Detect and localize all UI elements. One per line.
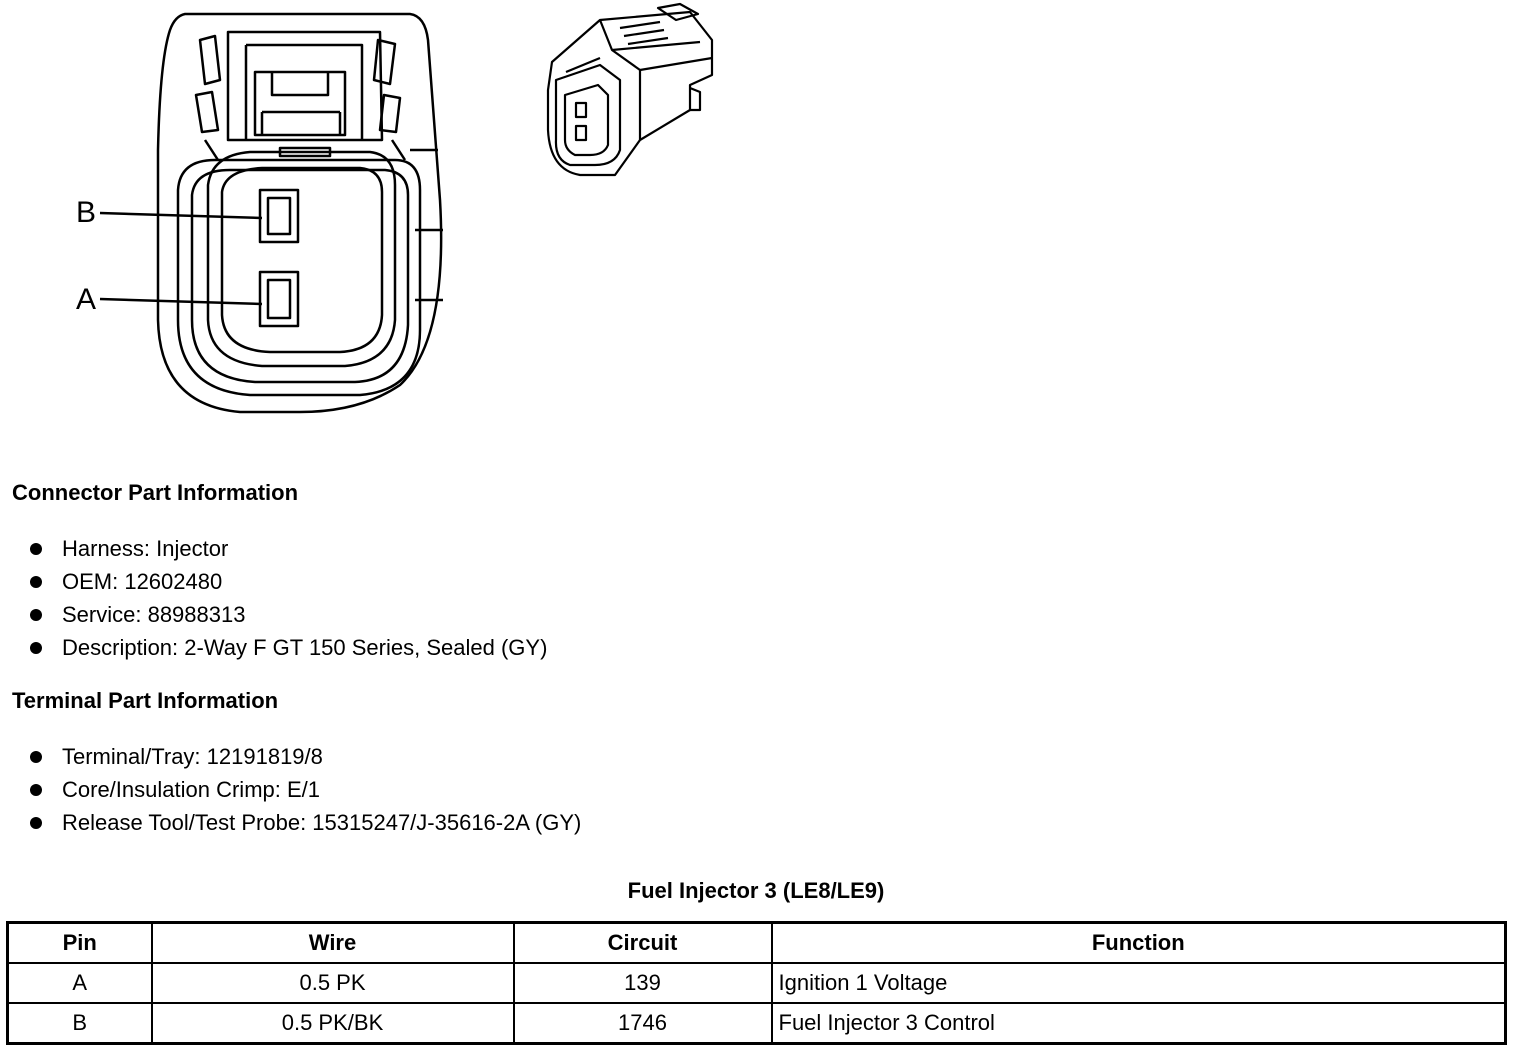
terminal-info-list: Terminal/Tray: 12191819/8 Core/Insulatio…	[30, 740, 581, 839]
cell-wire: 0.5 PK/BK	[150, 1002, 515, 1045]
table-header-row: Pin Wire Circuit Function	[6, 921, 1507, 964]
connector-isometric-diagram	[546, 2, 714, 177]
list-item: Terminal/Tray: 12191819/8	[30, 740, 581, 773]
list-item: Description: 2-Way F GT 150 Series, Seal…	[30, 631, 547, 664]
table-title: Fuel Injector 3 (LE8/LE9)	[627, 878, 885, 903]
cell-circuit: 139	[512, 962, 773, 1004]
list-item: Release Tool/Test Probe: 15315247/J-3561…	[30, 806, 581, 839]
list-item: OEM: 12602480	[30, 565, 547, 598]
pin-label-a: A	[76, 283, 97, 316]
list-item: Core/Insulation Crimp: E/1	[30, 773, 581, 806]
pin-label-b: B	[76, 196, 97, 229]
connector-info-list: Harness: Injector OEM: 12602480 Service:…	[30, 532, 547, 664]
pinout-table: Pin Wire Circuit Function A 0.5 PK 139 I…	[6, 921, 1507, 1045]
cell-function: Fuel Injector 3 Control	[770, 1002, 1507, 1045]
header-pin: Pin	[6, 921, 153, 964]
header-wire: Wire	[150, 921, 515, 964]
cell-pin: A	[6, 962, 153, 1004]
header-circuit: Circuit	[512, 921, 773, 964]
header-function: Function	[770, 921, 1507, 964]
list-item: Service: 88988313	[30, 598, 547, 631]
list-item: Harness: Injector	[30, 532, 547, 565]
table-row: B 0.5 PK/BK 1746 Fuel Injector 3 Control	[6, 1002, 1507, 1045]
cell-function: Ignition 1 Voltage	[770, 962, 1507, 1004]
cell-wire: 0.5 PK	[150, 962, 515, 1004]
connector-info-title: Connector Part Information	[12, 480, 299, 505]
cell-circuit: 1746	[512, 1002, 773, 1045]
connector-face-diagram	[99, 12, 443, 414]
cell-pin: B	[6, 1002, 153, 1045]
terminal-info-title: Terminal Part Information	[12, 688, 279, 713]
table-row: A 0.5 PK 139 Ignition 1 Voltage	[6, 962, 1507, 1004]
